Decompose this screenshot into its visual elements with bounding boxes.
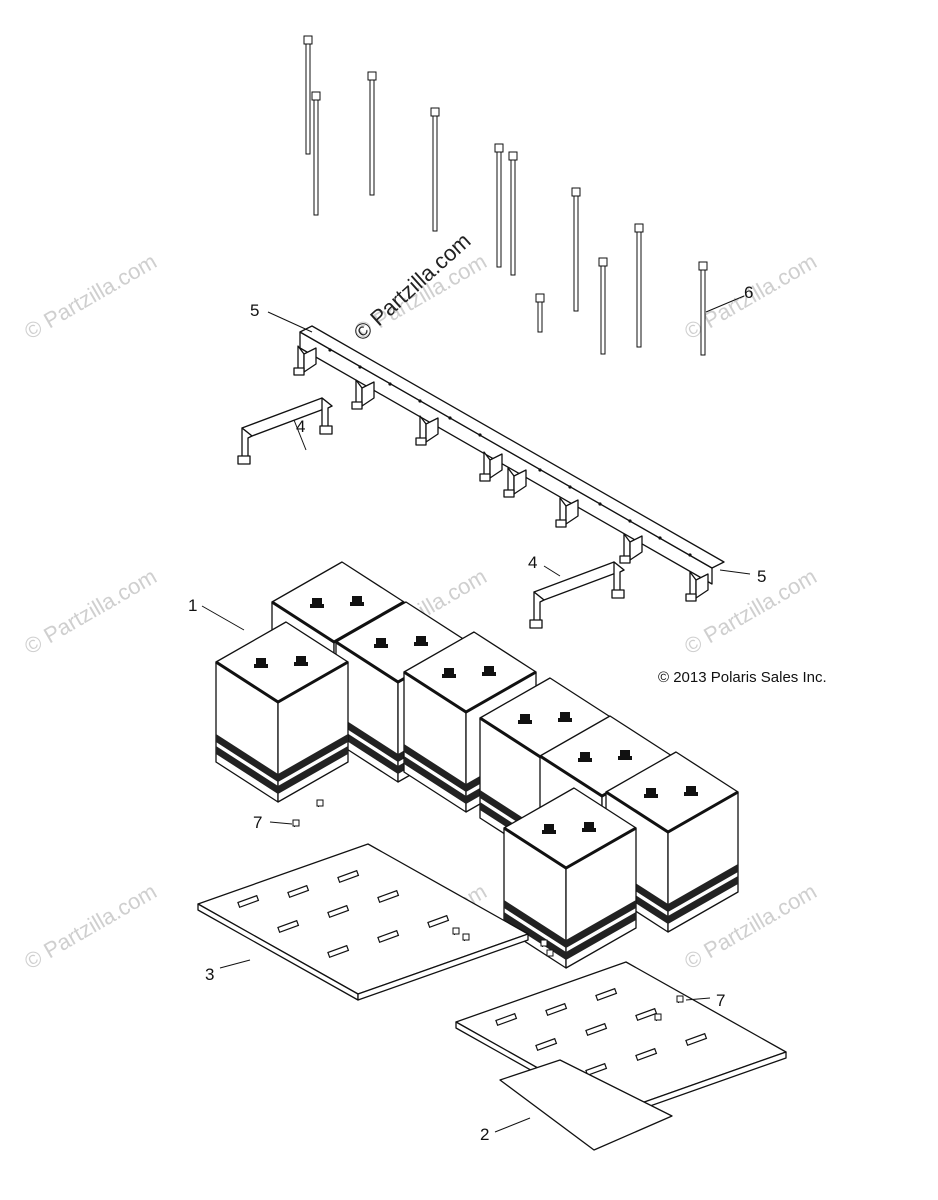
battery-rail bbox=[293, 325, 725, 602]
long-bolts bbox=[303, 35, 708, 356]
copyright-notice: © 2013 Polaris Sales Inc. bbox=[658, 669, 827, 686]
callout-3: 3 bbox=[205, 965, 214, 984]
svg-text:© Partzilla.com: © Partzilla.com bbox=[20, 879, 161, 975]
callout-4-left: 4 bbox=[296, 417, 305, 436]
callout-2: 2 bbox=[480, 1125, 489, 1144]
callout-7-left: 7 bbox=[253, 813, 262, 832]
svg-text:© Partzilla.com: © Partzilla.com bbox=[20, 249, 161, 345]
battery-trays bbox=[197, 843, 787, 1151]
callout-6: 6 bbox=[744, 283, 753, 302]
callouts: 1 2 3 4 4 5 5 6 7 7 bbox=[188, 283, 766, 1144]
callout-4-right: 4 bbox=[528, 553, 537, 572]
svg-text:© Partzilla.com: © Partzilla.com bbox=[20, 564, 161, 660]
callout-7-right: 7 bbox=[716, 991, 725, 1010]
leader-lines bbox=[201, 295, 751, 1133]
callout-5-top: 5 bbox=[250, 301, 259, 320]
callout-5-right: 5 bbox=[757, 567, 766, 586]
callout-1: 1 bbox=[188, 596, 197, 615]
